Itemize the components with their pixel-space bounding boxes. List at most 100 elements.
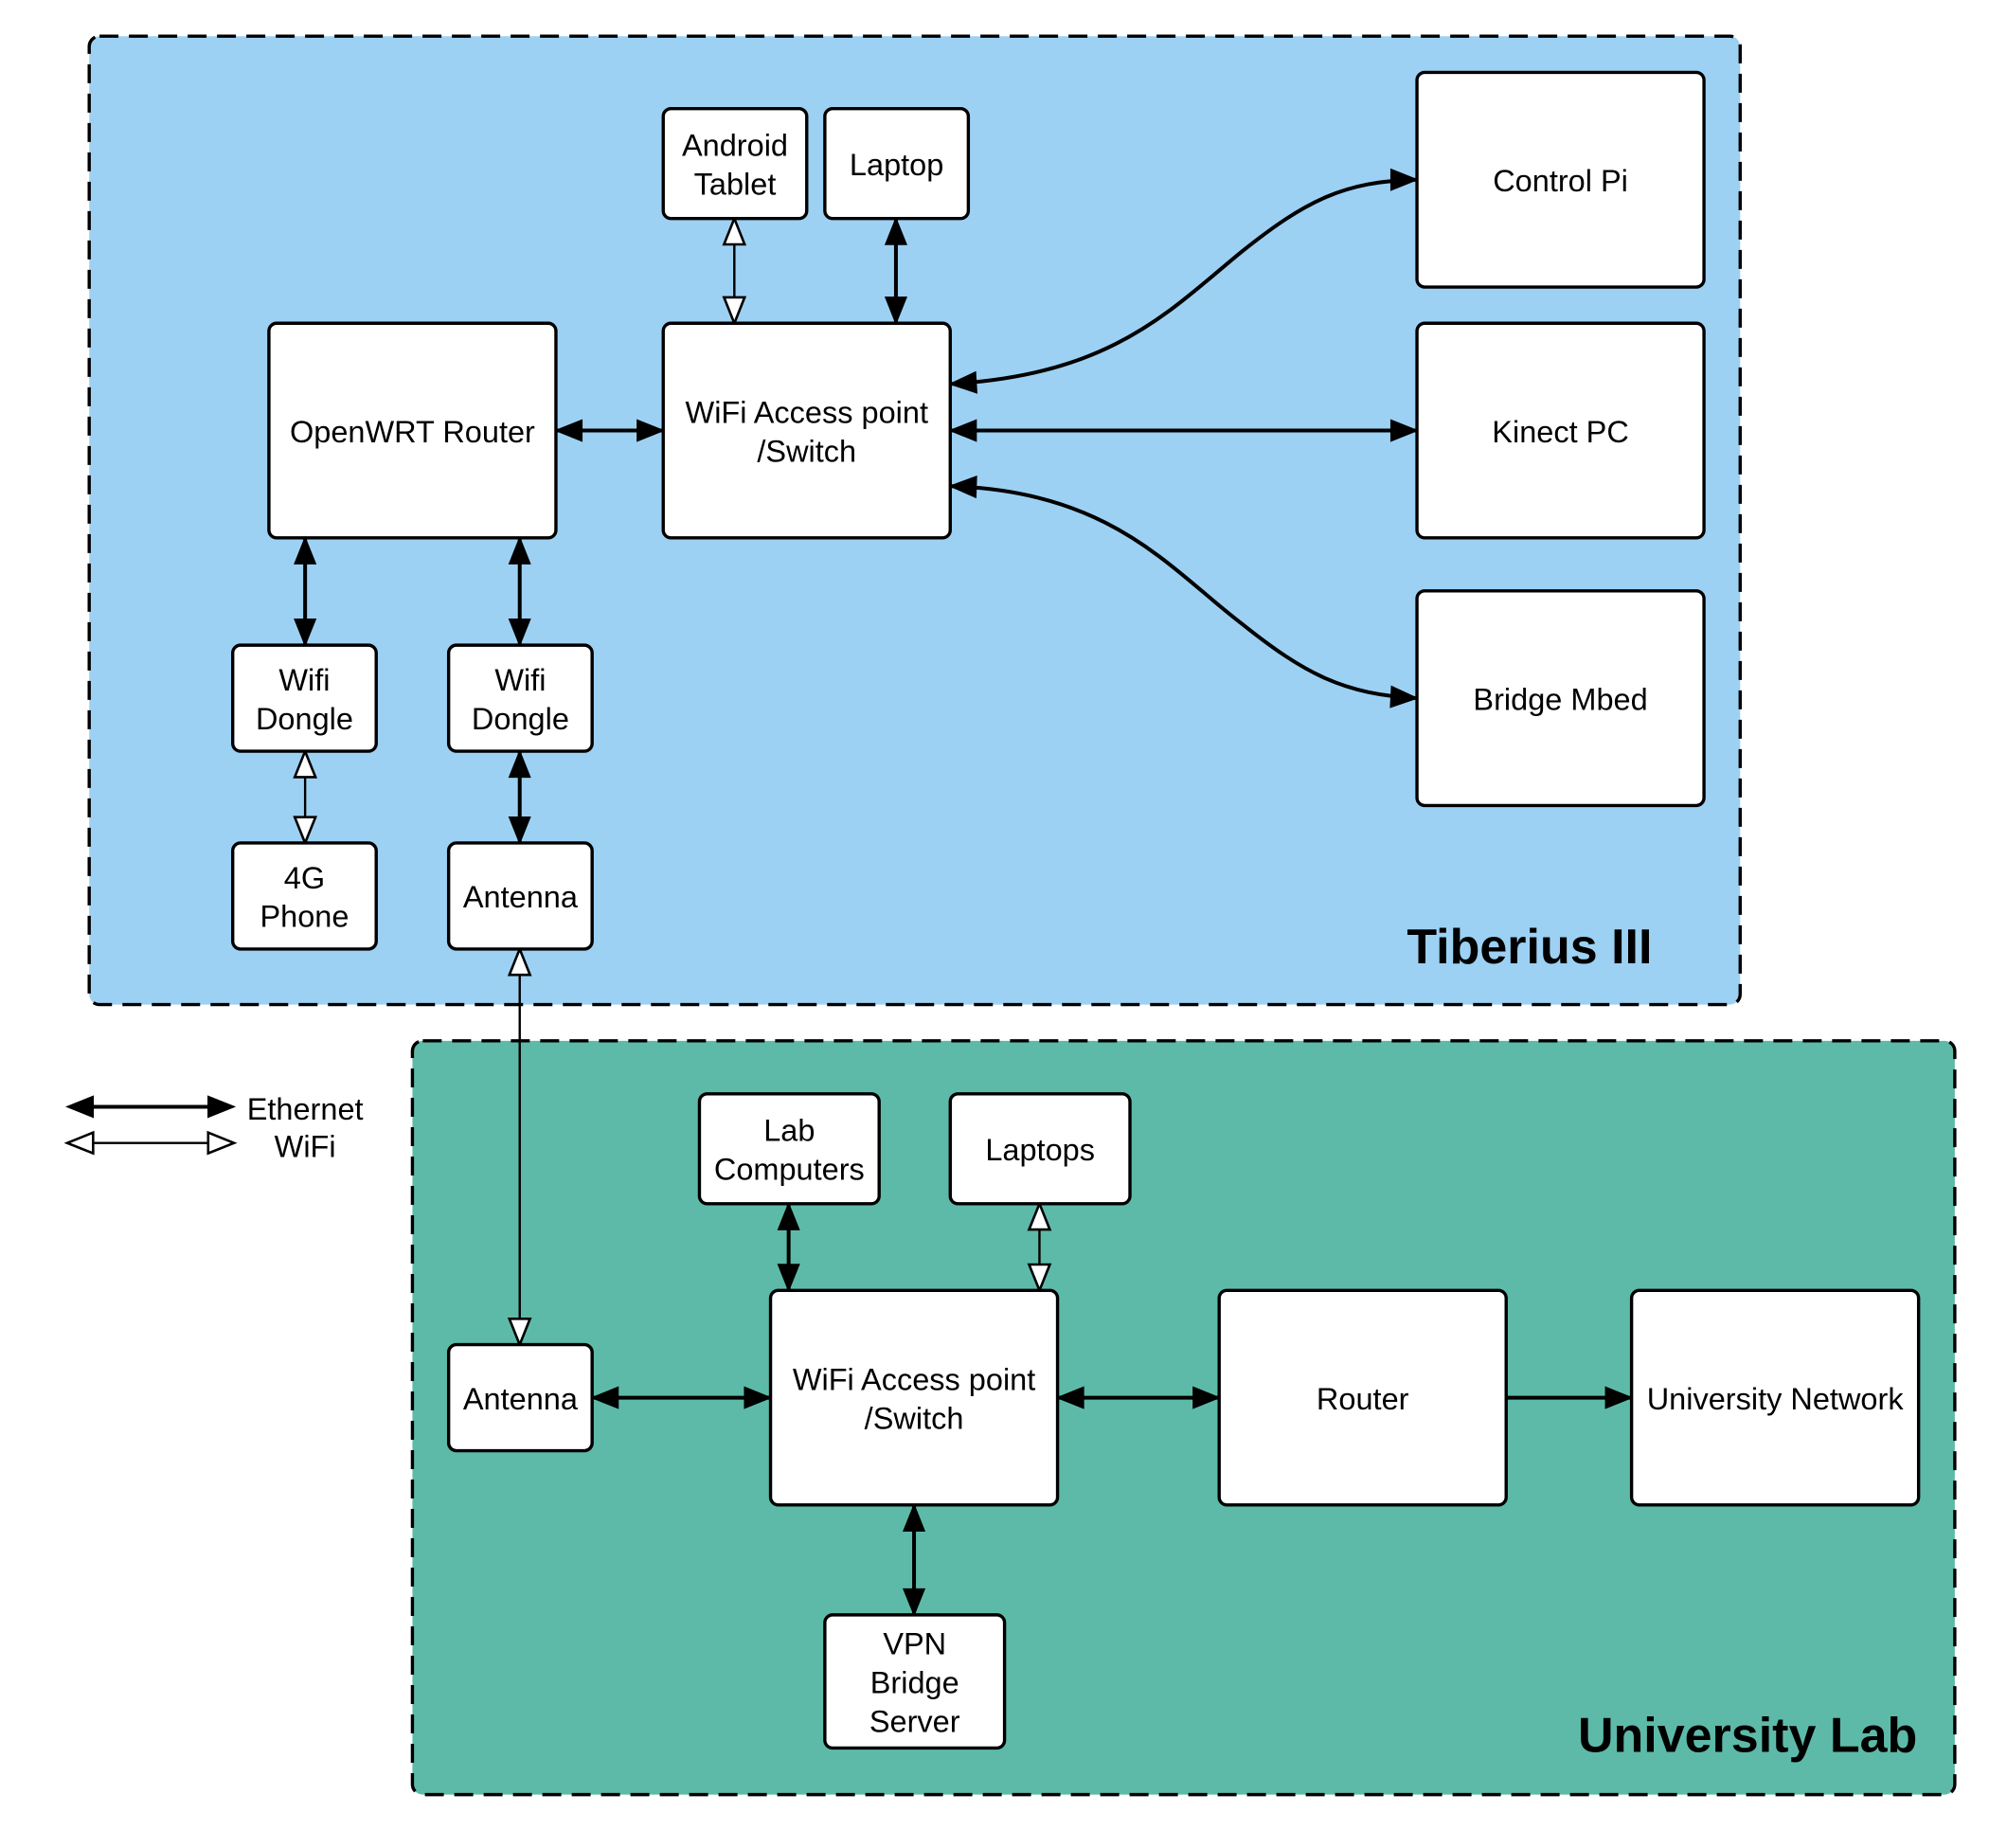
- node-laptop: Laptop: [823, 106, 971, 221]
- edge-laptop-to-ap1-ethernet: [884, 216, 908, 326]
- node-label: Antenna: [463, 880, 579, 914]
- node-label: WiFi Access point: [793, 1362, 1035, 1396]
- edge-ap1-to-bridge-ethernet: [948, 475, 1420, 709]
- arrowhead-start: [722, 215, 747, 246]
- connection-line: [950, 180, 1417, 385]
- node-label: Wifi: [494, 663, 546, 697]
- node-label: /Switch: [757, 434, 856, 468]
- node-box: [1415, 321, 1706, 540]
- node-label: Kinect PC: [1492, 415, 1629, 449]
- node-label: Antenna: [463, 1382, 579, 1416]
- arrowhead-start: [63, 1130, 95, 1156]
- node-kinect: Kinect PC: [1415, 321, 1706, 540]
- node-antenna1: Antenna: [446, 841, 594, 951]
- node-box: [1415, 589, 1706, 808]
- arrowhead-end: [777, 1264, 800, 1293]
- arrowhead-end: [1389, 168, 1420, 191]
- node-box: [267, 321, 558, 540]
- arrowhead-end: [508, 619, 531, 648]
- node-box: [948, 1092, 1132, 1206]
- node-box: [768, 1288, 1060, 1507]
- node-label: University Network: [1647, 1382, 1905, 1416]
- node-label: Lab: [763, 1114, 815, 1148]
- arrowhead-start: [553, 419, 583, 442]
- region-tiberius-title: Tiberius III: [1407, 920, 1652, 975]
- node-antenna2: Antenna: [446, 1342, 594, 1453]
- arrowhead-start: [64, 1095, 95, 1119]
- node-label: Wifi: [278, 663, 330, 697]
- arrowhead-start: [902, 1502, 926, 1532]
- node-ap2: WiFi Access point/Switch: [768, 1288, 1060, 1507]
- node-label: Android: [682, 128, 788, 162]
- arrowhead-start: [590, 1386, 619, 1409]
- node-router: Router: [1217, 1288, 1508, 1507]
- node-box: [697, 1092, 881, 1206]
- node-label: Dongle: [256, 702, 353, 736]
- node-label: Bridge: [870, 1665, 959, 1699]
- edge-antenna1-to-antenna2-wifi: [507, 945, 532, 1349]
- edge-ap1-to-kinect-ethernet: [948, 419, 1420, 442]
- arrowhead-start: [507, 945, 532, 977]
- node-label: Computers: [714, 1153, 865, 1187]
- node-openwrt: OpenWRT Router: [267, 321, 558, 540]
- arrowhead-start: [508, 749, 531, 779]
- arrowhead-end: [507, 1318, 532, 1349]
- arrowhead-end: [508, 816, 531, 846]
- node-box: [661, 106, 809, 221]
- arrowhead-end: [884, 296, 908, 326]
- edge-openwrt-to-dongle2-ethernet: [508, 535, 531, 648]
- arrowhead-end: [206, 1130, 238, 1156]
- arrowhead-end: [1389, 419, 1420, 442]
- node-box: [661, 321, 952, 540]
- arrowhead-end: [636, 419, 666, 442]
- arrowhead-start: [508, 535, 531, 565]
- edge-labcomp-to-ap2-ethernet: [777, 1201, 800, 1293]
- arrowhead-end: [1389, 685, 1420, 709]
- edge-ap2-to-router-ethernet: [1055, 1386, 1222, 1409]
- arrowhead-start: [294, 535, 317, 565]
- arrowhead-end: [902, 1588, 926, 1617]
- node-box: [446, 841, 594, 951]
- arrowhead-start: [948, 419, 977, 442]
- node-box: [823, 1613, 1007, 1750]
- connection-line: [950, 486, 1417, 698]
- node-uninet: University Network: [1629, 1288, 1921, 1507]
- edge-dongle2-to-antenna1-ethernet: [508, 749, 531, 846]
- node-label: Tablet: [694, 167, 777, 201]
- node-box: [823, 106, 971, 221]
- arrowhead-end: [744, 1386, 773, 1409]
- node-phone: 4G Phone: [230, 841, 378, 951]
- legend-item-wifi: WiFi: [63, 1130, 336, 1164]
- arrowhead-end: [722, 296, 747, 327]
- legend-label: WiFi: [275, 1130, 336, 1164]
- arrowhead-end: [1604, 1386, 1634, 1409]
- node-label: WiFi Access point: [686, 395, 928, 429]
- edge-openwrt-to-dongle1-ethernet: [294, 535, 317, 648]
- arrowhead-end: [293, 816, 318, 847]
- edge-router-to-uninet-ethernet: [1506, 1386, 1634, 1409]
- node-label: Router: [1317, 1382, 1409, 1416]
- node-label: 4G: [284, 861, 325, 895]
- legend-item-ethernet: Ethernet: [64, 1092, 364, 1126]
- node-label: OpenWRT Router: [290, 415, 535, 449]
- node-label: /Switch: [865, 1401, 964, 1435]
- node-box: [1415, 70, 1706, 289]
- arrowhead-start: [948, 475, 977, 499]
- edge-openwrt-to-ap1-ethernet: [553, 419, 666, 442]
- node-label: Phone: [260, 900, 349, 934]
- node-label: Dongle: [472, 702, 569, 736]
- edge-android-to-ap1-wifi: [722, 215, 747, 327]
- node-box: [1217, 1288, 1508, 1507]
- node-box: [1629, 1288, 1921, 1507]
- node-box: [446, 643, 594, 753]
- node-box: [230, 643, 378, 753]
- node-bridge: Bridge Mbed: [1415, 589, 1706, 808]
- node-label: Server: [869, 1704, 960, 1738]
- edge-ap1-to-controlpi-ethernet: [948, 168, 1420, 394]
